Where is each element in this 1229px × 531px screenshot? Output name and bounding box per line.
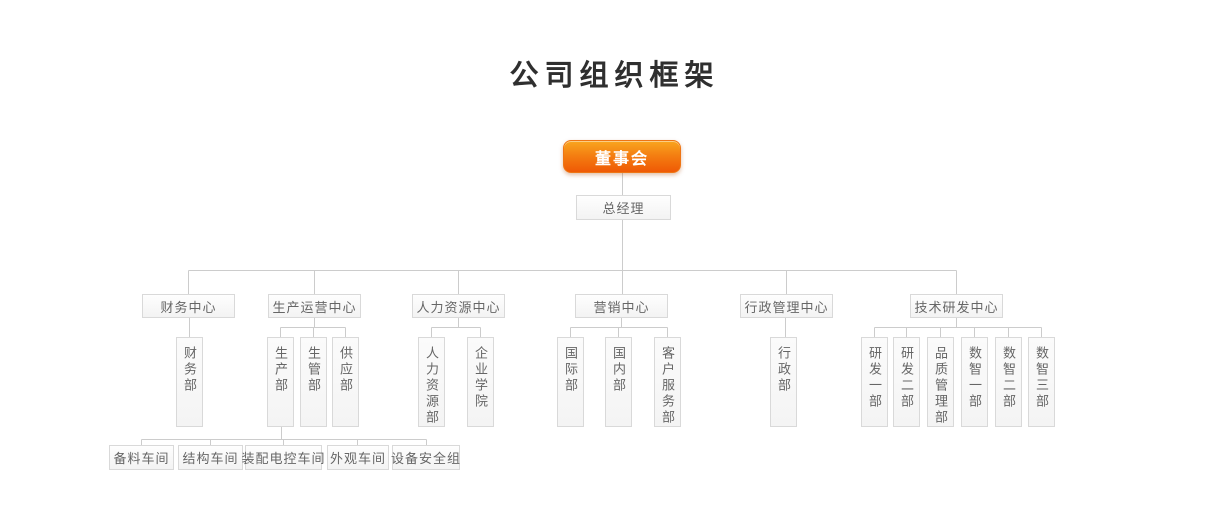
dept-administration: 行政部 [770, 337, 797, 427]
dept-label: 企业学院 [473, 346, 488, 410]
workshop-structure: 结构车间 [178, 445, 243, 470]
dept-supply: 供应部 [332, 337, 359, 427]
dept-label: 供应部 [338, 346, 353, 394]
dept-label: 生管部 [306, 346, 321, 394]
node-label: 人力资源中心 [416, 299, 501, 315]
dept-production: 生产部 [267, 337, 294, 427]
dept-customer-service: 客户服务部 [654, 337, 681, 427]
dept-label: 行政部 [776, 346, 791, 394]
node-label: 总经理 [602, 201, 645, 216]
dept-label: 研发一部 [867, 346, 882, 410]
dept-corporate-academy: 企业学院 [467, 337, 494, 427]
center-human-resources: 人力资源中心 [412, 294, 505, 318]
dept-label: 国内部 [611, 346, 626, 394]
dept-label: 生产部 [273, 346, 288, 394]
dept-quality-management: 品质管理部 [927, 337, 954, 427]
node-label: 生产运营中心 [272, 299, 357, 315]
center-finance: 财务中心 [142, 294, 235, 318]
node-label: 外观车间 [329, 451, 386, 466]
dept-label: 人力资源部 [424, 346, 439, 426]
center-marketing: 营销中心 [575, 294, 668, 318]
dept-label: 数智二部 [1001, 346, 1016, 410]
node-label: 行政管理中心 [744, 299, 829, 315]
dept-international: 国际部 [557, 337, 584, 427]
node-general-manager: 总经理 [576, 195, 671, 220]
dept-rd-1: 研发一部 [861, 337, 888, 427]
workshop-assembly-electrical-control: 装配电控车间 [242, 445, 325, 470]
dept-label: 品质管理部 [933, 346, 948, 426]
dept-label: 数智三部 [1034, 346, 1049, 410]
center-technology-rd: 技术研发中心 [910, 294, 1003, 318]
team-equipment-safety: 设备安全组 [391, 445, 462, 470]
dept-label: 研发二部 [899, 346, 914, 410]
node-label: 董事会 [594, 150, 649, 168]
dept-rd-2: 研发二部 [893, 337, 920, 427]
node-label: 备料车间 [113, 451, 170, 466]
center-administration: 行政管理中心 [740, 294, 833, 318]
dept-digital-intelligence-3: 数智三部 [1028, 337, 1055, 427]
dept-digital-intelligence-1: 数智一部 [961, 337, 988, 427]
node-label: 设备安全组 [391, 451, 462, 466]
dept-label: 财务部 [182, 346, 197, 394]
node-board-of-directors: 董事会 [563, 140, 681, 173]
node-label: 结构车间 [182, 451, 239, 466]
dept-label: 客户服务部 [660, 346, 675, 426]
dept-label: 数智一部 [967, 346, 982, 410]
node-label: 营销中心 [593, 299, 650, 315]
dept-digital-intelligence-2: 数智二部 [995, 337, 1022, 427]
workshop-appearance: 外观车间 [327, 445, 389, 470]
center-production-operations: 生产运营中心 [268, 294, 361, 318]
dept-human-resources: 人力资源部 [418, 337, 445, 427]
workshop-material-prep: 备料车间 [109, 445, 174, 470]
dept-domestic: 国内部 [605, 337, 632, 427]
page-title: 公司组织框架 [509, 60, 720, 92]
dept-finance: 财务部 [176, 337, 203, 427]
dept-production-control: 生管部 [300, 337, 327, 427]
node-label: 财务中心 [160, 299, 217, 315]
node-label: 装配电控车间 [241, 451, 326, 466]
dept-label: 国际部 [563, 346, 578, 394]
node-label: 技术研发中心 [914, 299, 999, 315]
